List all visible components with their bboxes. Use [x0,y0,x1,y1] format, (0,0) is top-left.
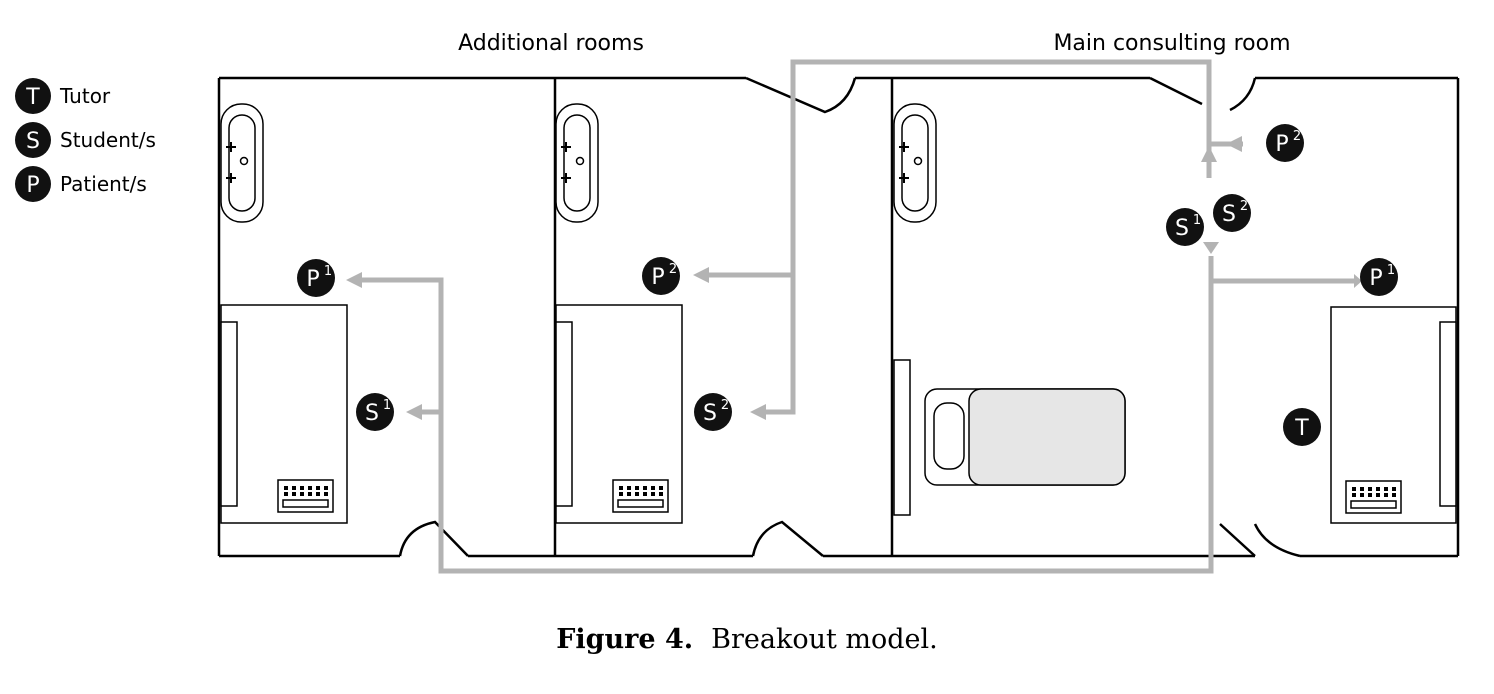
marker-index: 2 [1240,199,1248,214]
door-top-room2 [745,76,857,114]
additional-rooms-label: Additional rooms [458,31,644,56]
marker-letter: S [703,401,717,426]
marker-letter: S [1222,202,1236,227]
tutor-marker: T [1283,408,1321,446]
student-1-marker: S 1 [356,393,394,431]
room1-furniture [220,103,348,524]
keyboard-keys [619,486,663,496]
marker-index: 2 [1293,129,1301,144]
legend: T Tutor S Student/s P Patient/s [15,78,156,202]
route-top-loop [763,59,1212,415]
bed-pillow [933,402,965,470]
marker-index: 2 [669,262,677,277]
legend-letter: S [26,129,40,154]
marker-letter: P [1275,132,1288,157]
patient-2-marker: P 2 [642,257,680,295]
main-room-furniture [893,103,1457,524]
drain-icon [239,156,249,166]
room2-furniture [555,103,683,524]
tap-icon [226,142,236,183]
figure-title: Breakout model. [711,624,938,655]
legend-tutor: T Tutor [15,78,111,114]
keyboard-keys [284,486,328,496]
student-1-main-marker: S 1 [1166,208,1204,246]
arrow-head [1201,146,1217,162]
door-bottom-room2 [751,520,824,557]
desk-edge [555,321,573,507]
keyboard-bar [617,499,664,508]
routes [346,59,1362,574]
marker-letter: P [306,267,319,292]
marker-letter: S [1175,216,1189,241]
patient-2-main-marker: P 2 [1266,124,1304,162]
figure-number: Figure 4. [556,624,694,655]
tap-icon [899,142,909,183]
desk-edge [220,321,238,507]
patient-legend-badge [15,166,51,202]
route-loop-bottom [358,256,1214,574]
legend-label: Tutor [59,84,111,108]
keyboard-bar [282,499,329,508]
legend-label: Patient/s [60,172,147,196]
marker-letter: P [651,265,664,290]
arrow-tail [1203,242,1219,254]
marker-index: 1 [1387,263,1395,278]
keyboard-keys [1352,487,1396,497]
arrow-head [406,404,422,420]
tap-icon [561,142,571,183]
student-2-main-marker: S 2 [1213,194,1251,232]
keyboard-bar [1350,500,1397,509]
legend-letter: T [25,85,40,110]
student-2-marker: S 2 [694,393,732,431]
legend-student: S Student/s [15,122,156,158]
tutor-legend-badge [15,78,51,114]
doors [398,76,1301,558]
marker-index: 2 [721,398,729,413]
walls [217,76,1460,558]
drain-icon [575,156,585,166]
bed-mattress [968,388,1126,486]
marker-index: 1 [324,264,332,279]
marker-index: 1 [383,398,391,413]
arrow-tail [1354,274,1362,288]
arrow-head [693,267,709,283]
figure-caption: Figure 4. Breakout model. [0,624,1494,655]
door-top-main [1149,76,1257,112]
arrow-head [750,404,766,420]
student-legend-badge [15,122,51,158]
marker-letter: T [1294,416,1309,441]
markers: P 1 S 1 P 2 S 2 S 1 S 2 P [297,124,1398,446]
patient-1-marker: P 1 [297,259,335,297]
arrow-head [346,272,362,288]
marker-letter: P [1369,266,1382,291]
legend-letter: P [26,173,39,198]
desk-edge [1439,321,1457,507]
marker-index: 1 [1193,213,1201,228]
arrow-tail [1226,136,1242,152]
main-consulting-room-label: Main consulting room [1053,31,1290,56]
door-bottom-main [1219,523,1301,558]
legend-label: Student/s [60,128,156,152]
patient-1-main-marker: P 1 [1360,258,1398,296]
door-bottom-room1 [398,520,469,557]
wall-cabinet [893,359,911,516]
legend-patient: P Patient/s [15,166,147,202]
drain-icon [913,156,923,166]
marker-letter: S [365,401,379,426]
